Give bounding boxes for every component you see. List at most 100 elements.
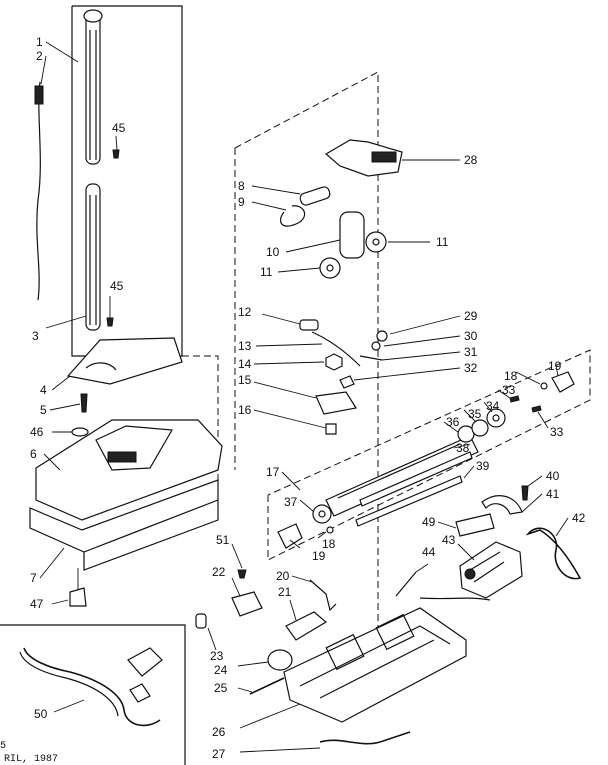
riser-assembly (251, 139, 461, 435)
part-label-34: 34 (486, 399, 500, 413)
part-label-17: 17 (266, 465, 280, 479)
screw-45-upper (112, 149, 120, 159)
handle-grip-top (83, 9, 103, 23)
hood-assembly (29, 337, 223, 607)
part-label-6: 6 (30, 447, 37, 461)
part-label-2: 2 (36, 49, 43, 63)
part-label-31: 31 (464, 345, 478, 359)
wheel-11-left (319, 257, 341, 279)
screw-51 (237, 569, 247, 579)
handle-assembly (34, 9, 120, 331)
part-label-51: 51 (216, 533, 230, 547)
part-label-23: 23 (210, 649, 224, 663)
latch-12 (299, 319, 319, 331)
part-label-28: 28 (464, 153, 478, 167)
upper-bracket (324, 139, 403, 177)
pin-44 (395, 571, 417, 597)
part-label-37: 37 (284, 495, 298, 509)
part-label-15: 15 (238, 373, 252, 387)
part-label-10: 10 (266, 245, 280, 259)
bracket-15 (315, 391, 357, 415)
revision-date: RIL, 1987 (4, 754, 58, 765)
switch-8 (299, 186, 331, 206)
part-label-33-upper: 33 (502, 383, 516, 397)
part-label-41: 41 (546, 487, 560, 501)
washer-18-right (540, 382, 548, 390)
end-cap-37 (312, 504, 332, 524)
screw-33-upper (509, 395, 520, 403)
part-label-16: 16 (238, 403, 252, 417)
part-label-44: 44 (422, 545, 436, 559)
clip-16 (325, 423, 337, 435)
cap-23 (195, 613, 207, 629)
grouping-frames (0, 5, 591, 765)
screw-45-lower (106, 317, 114, 327)
screw-33-lower (531, 405, 542, 413)
lower-handle-tube (85, 183, 101, 331)
axle-25 (249, 677, 285, 695)
part-label-14: 14 (238, 357, 252, 371)
part-label-13: 13 (238, 339, 252, 353)
part-label-29: 29 (464, 309, 478, 323)
hood (35, 419, 223, 521)
part-label-4: 4 (40, 383, 47, 397)
part-label-45-lower: 45 (110, 279, 124, 293)
bearing-35 (471, 419, 489, 437)
brush-strip-38 (359, 451, 473, 507)
hose-50 (23, 647, 161, 727)
base-assembly (195, 543, 467, 753)
brush-roll (325, 435, 479, 517)
part-label-5: 5 (40, 403, 47, 417)
part-label-43: 43 (442, 533, 456, 547)
cover-group-frame (182, 355, 219, 498)
part-label-22: 22 (212, 565, 226, 579)
part-label-40: 40 (546, 469, 560, 483)
pulley-24 (267, 649, 293, 671)
motor-assembly (395, 475, 582, 601)
caster-47 (69, 587, 87, 607)
part-label-47: 47 (30, 597, 44, 611)
upper-handle-tube (85, 11, 101, 165)
plate-49 (455, 513, 495, 537)
plate-19-left (277, 523, 303, 549)
bearing-34 (486, 408, 506, 428)
wheel-11-right (365, 231, 387, 253)
drive-belt-42 (525, 527, 582, 580)
part-label-33-lower: 33 (550, 425, 564, 439)
part-label-3: 3 (32, 329, 39, 343)
plate-19-right (551, 371, 575, 393)
cover-screw (80, 393, 88, 413)
top-cover (66, 337, 183, 385)
switch-wire-9 (279, 205, 306, 227)
shaft-10 (339, 211, 365, 259)
hose-coupler (129, 683, 151, 703)
bracket-clip (371, 151, 397, 163)
screw-32 (339, 375, 355, 389)
part-label-18-left: 18 (322, 537, 336, 551)
part-label-9: 9 (238, 195, 245, 209)
part-label-1: 1 (36, 35, 43, 49)
part-label-8: 8 (238, 179, 245, 193)
part-label-32: 32 (464, 361, 478, 375)
part-label-18-right: 18 (504, 369, 518, 383)
page-mark: 5 (0, 741, 6, 752)
part-label-21: 21 (278, 585, 292, 599)
hose-group-frame (0, 624, 186, 765)
part-label-26: 26 (212, 725, 226, 739)
lever-21 (285, 611, 328, 641)
hose-nozzle (127, 647, 163, 677)
part-label-36: 36 (446, 415, 460, 429)
part-label-45-upper: 45 (112, 121, 126, 135)
part-label-19-right: 19 (548, 359, 562, 373)
rod-13 (311, 331, 361, 367)
part-label-30: 30 (464, 329, 478, 343)
riser-group-frame (234, 71, 379, 640)
motor-fan (464, 568, 476, 580)
spring-20 (309, 579, 337, 612)
brush-bar-39 (355, 475, 463, 527)
washer-30 (371, 341, 381, 351)
hose-assembly (19, 647, 163, 727)
footer: 5 RIL, 1987 (0, 741, 58, 765)
part-label-11-right: 11 (436, 235, 449, 249)
